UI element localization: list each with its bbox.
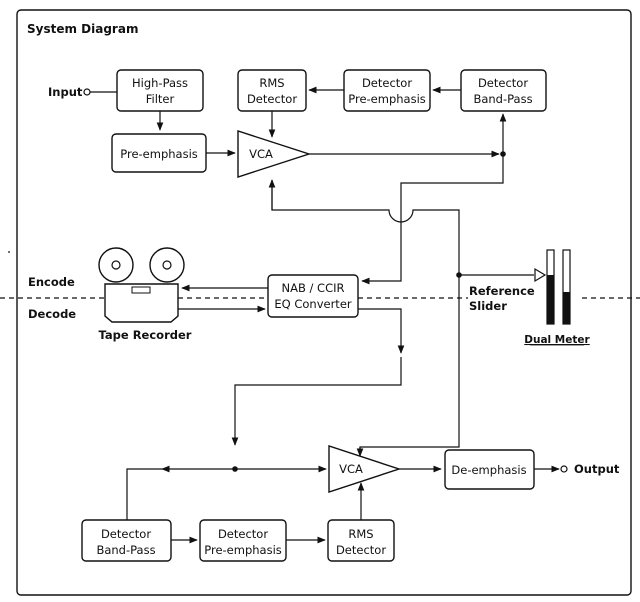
decoder-vca-label: VCA	[339, 462, 363, 476]
pre-emphasis-box: Pre-emphasis	[111, 133, 207, 173]
encoder-rms-detector-box: RMS Detector	[237, 69, 307, 112]
high-pass-filter-line1: High-Pass	[132, 76, 188, 90]
dual-meter: Dual Meter	[524, 249, 591, 346]
pre-emphasis-label: Pre-emphasis	[120, 147, 198, 161]
encoder-vca-label: VCA	[249, 147, 273, 161]
decoder-rms-line2: Detector	[336, 543, 386, 557]
decoder-rms-detector-box: RMS Detector	[327, 519, 395, 562]
encoder-rms-line1: RMS	[259, 76, 284, 90]
decoder-det-bp-line2: Band-Pass	[96, 543, 155, 557]
diagram-title: System Diagram	[27, 22, 138, 36]
high-pass-filter-line2: Filter	[146, 92, 175, 106]
encoder-detector-band-pass-box: Detector Band-Pass	[460, 69, 547, 112]
input-label: Input	[48, 85, 83, 99]
dual-meter-label: Dual Meter	[524, 334, 590, 346]
reference-label-line2: Slider	[469, 299, 507, 313]
output-terminal	[560, 465, 568, 473]
eq-converter-box: NAB / CCIR EQ Converter	[267, 274, 359, 318]
de-emphasis-box: De-emphasis	[444, 449, 535, 490]
decoder-det-pre-line2: Pre-emphasis	[204, 543, 282, 557]
diagram-frame	[16, 9, 632, 596]
encoder-det-bp-line2: Band-Pass	[473, 92, 532, 106]
encoder-detector-pre-emphasis-box: Detector Pre-emphasis	[343, 69, 431, 112]
eq-converter-line1: NAB / CCIR	[282, 281, 345, 295]
eq-converter-line2: EQ Converter	[274, 297, 352, 311]
meter-left-fill	[547, 275, 554, 324]
decoder-vca: VCA	[328, 445, 402, 493]
encoder-det-pre-line2: Pre-emphasis	[348, 92, 426, 106]
decoder-det-bp-line1: Detector	[101, 527, 151, 541]
tape-recorder-icon	[98, 247, 185, 323]
decoder-detector-band-pass-box: Detector Band-Pass	[81, 519, 172, 562]
high-pass-filter-box: High-Pass Filter	[116, 69, 204, 112]
decoder-det-pre-line1: Detector	[218, 527, 268, 541]
encoder-det-pre-line1: Detector	[362, 76, 412, 90]
encoder-rms-line2: Detector	[247, 92, 297, 106]
decoder-rms-line1: RMS	[348, 527, 373, 541]
decode-label: Decode	[28, 307, 76, 321]
encoder-det-bp-line1: Detector	[478, 76, 528, 90]
reference-slider-pointer[interactable]	[534, 267, 547, 283]
encoder-vca: VCA	[237, 130, 312, 178]
input-terminal	[83, 88, 91, 96]
encode-label: Encode	[28, 275, 75, 289]
tape-recorder-label: Tape Recorder	[99, 328, 192, 342]
reference-label-line1: Reference	[469, 284, 535, 298]
meter-right-fill	[563, 292, 570, 324]
output-label: Output	[574, 462, 620, 476]
decoder-detector-pre-emphasis-box: Detector Pre-emphasis	[199, 519, 287, 562]
reference-wire	[271, 180, 460, 455]
de-emphasis-label: De-emphasis	[451, 463, 526, 477]
